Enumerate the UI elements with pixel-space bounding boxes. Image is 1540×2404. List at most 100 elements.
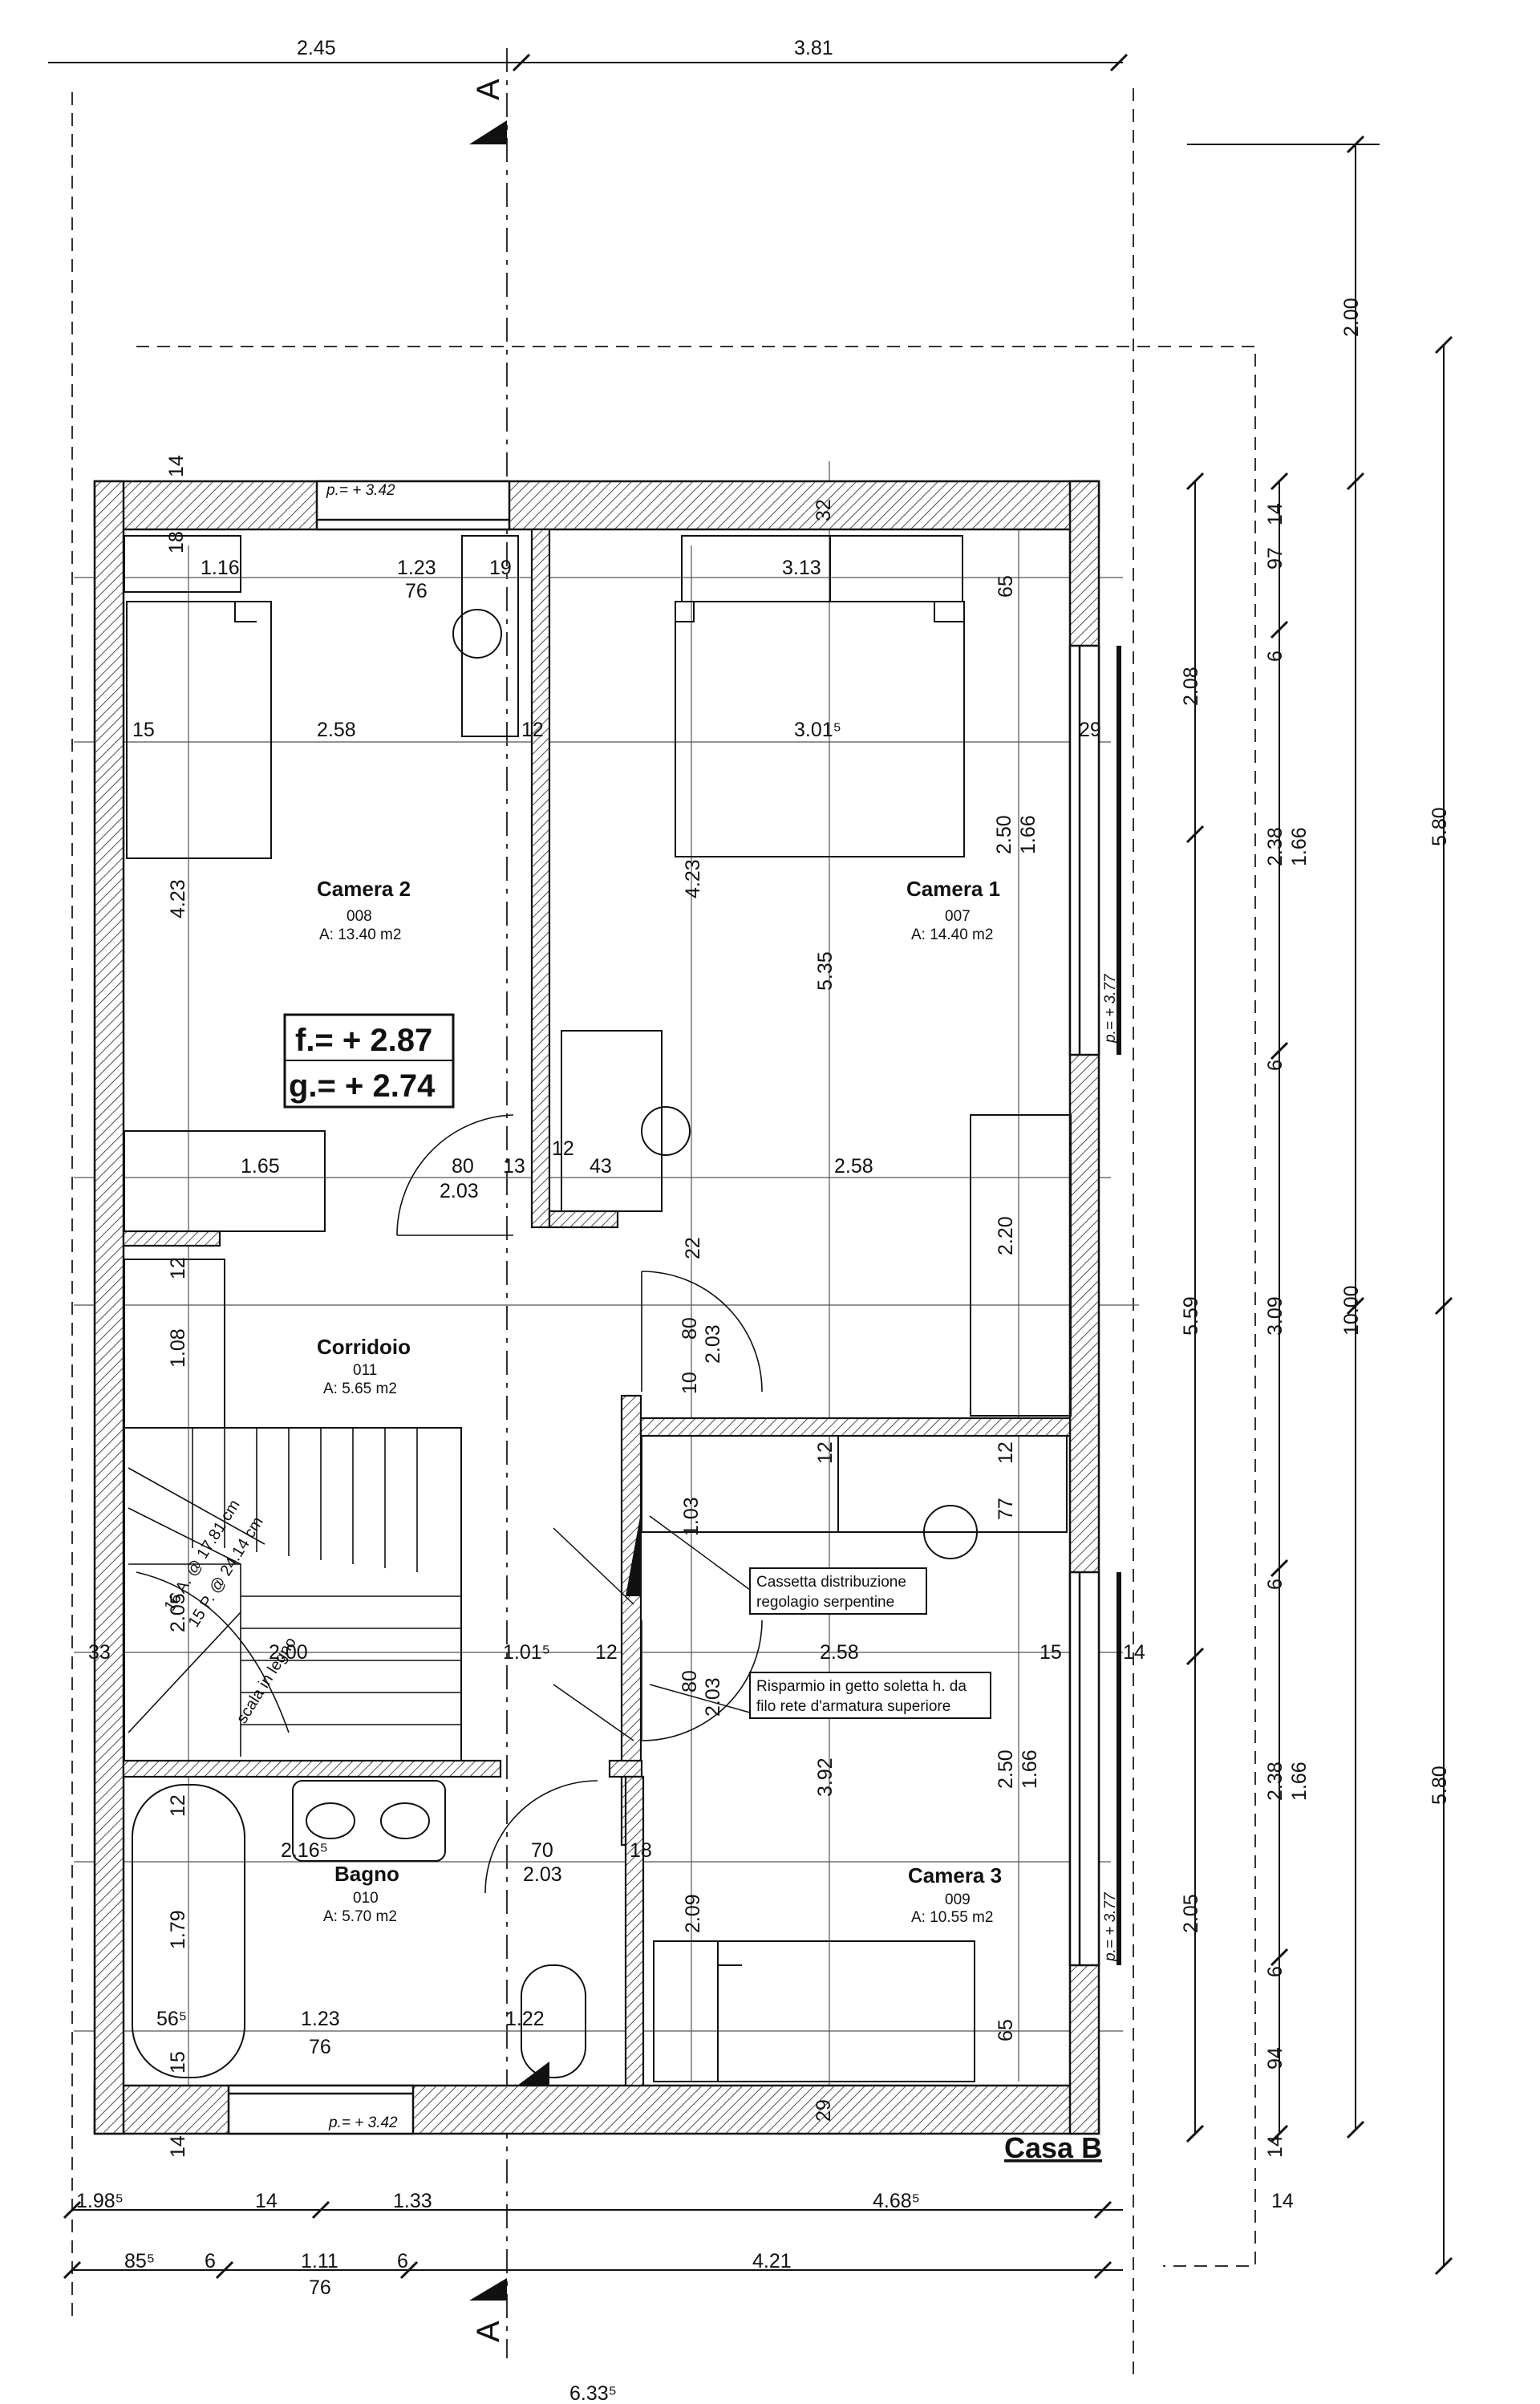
- dim-label: 2.03: [702, 1324, 724, 1364]
- dim-label: 6: [1264, 651, 1287, 662]
- dim-label: 2.50: [993, 815, 1015, 854]
- dim-label: 12: [167, 1794, 189, 1817]
- sill-level-bottom: p.= + 3.42: [328, 2114, 398, 2131]
- dim-label: 6: [205, 2250, 216, 2272]
- dim-label: 5.35: [814, 951, 837, 991]
- dim-label: 14: [1264, 2135, 1287, 2158]
- dim-label: 2.00: [269, 1641, 308, 1664]
- dim-label: 80: [452, 1155, 474, 1178]
- stairs: [128, 1427, 462, 1761]
- interior-dimensions-vertical: 14 18 32 65 4.23 4.23 5.35 2.50 1.66 12 …: [165, 455, 1041, 2158]
- note-risparmio-line-1: Risparmio in getto soletta h. da: [756, 1678, 967, 1695]
- dim-label: 6: [1264, 1060, 1287, 1071]
- section-marker-bottom: A: [471, 2321, 506, 2342]
- dim-label: 80: [679, 1317, 701, 1340]
- dashed-outline: [71, 88, 1256, 2374]
- section-marker-top: A: [471, 79, 506, 100]
- right-dimension-chain-2: 2.08 5.59 2.05: [1180, 667, 1202, 1933]
- dim-label: 1.79: [167, 1910, 189, 1949]
- dim-label: 12: [595, 1641, 618, 1664]
- dim-label: 14: [167, 2135, 189, 2158]
- dim-label: 1.23: [397, 557, 436, 579]
- dim-label: 4.68⁵: [873, 2190, 920, 2212]
- dim-label: 29: [1079, 719, 1101, 741]
- dimension-lines: [48, 62, 1445, 2271]
- dim-label: 33: [88, 1641, 111, 1664]
- dim-label: 2.05: [1180, 1894, 1202, 1933]
- dim-label: 19: [489, 557, 512, 579]
- dim-label: 4.21: [752, 2250, 792, 2272]
- room-name-corridoio: Corridoio: [317, 1335, 411, 1359]
- dimension-ticks: [63, 53, 1453, 2280]
- dim-label: 2.05: [167, 1593, 189, 1632]
- dim-label: 6.33⁵: [569, 2382, 617, 2404]
- dim-label: 1.03: [680, 1497, 703, 1536]
- room-code-camera-2: 008: [346, 908, 372, 925]
- dim-label: 2.16⁵: [281, 1839, 328, 1862]
- dim-label: 65: [995, 575, 1017, 598]
- dim-label: 43: [590, 1155, 612, 1178]
- dim-label: 3.01⁵: [794, 719, 841, 741]
- dim-label: 14: [1271, 2190, 1294, 2212]
- dim-label: 1.66: [1288, 827, 1311, 866]
- room-code-bagno: 010: [353, 1890, 379, 1907]
- room-name-bagno: Bagno: [334, 1862, 399, 1886]
- dim-label: 2.58: [317, 719, 356, 741]
- windows: [227, 480, 1121, 2135]
- dim-label: 77: [995, 1498, 1017, 1520]
- dim-label: 12: [521, 719, 544, 741]
- note-box-risparmio: [749, 1672, 991, 1719]
- dim-label: 2.58: [834, 1155, 873, 1178]
- dim-label: 6: [1264, 1966, 1287, 1977]
- dim-label: 5.80: [1429, 807, 1451, 846]
- room-code-camera-1: 007: [945, 908, 971, 925]
- dim-label: 10.00: [1340, 1285, 1363, 1336]
- dim-label: 76: [405, 580, 428, 602]
- sill-level-right-upper: p.= + 3.77: [1102, 973, 1119, 1044]
- dim-label: 2.03: [523, 1863, 562, 1886]
- dim-label: 6: [397, 2250, 408, 2272]
- note-box-cassetta: [749, 1567, 927, 1615]
- right-dimension-chain-4: 5.80 5.80: [1429, 807, 1451, 1805]
- dim-label: 10: [679, 1372, 701, 1394]
- house-label: Casa B: [1004, 2131, 1102, 2164]
- dim-label: 22: [682, 1237, 704, 1259]
- dim-label: 1.66: [1288, 1761, 1311, 1801]
- dim-label: 76: [309, 2036, 331, 2058]
- dim-label: 12: [552, 1137, 574, 1160]
- dim-label: 65: [995, 2019, 1017, 2041]
- interior-dimensions: 2.45 3.81 1.16 1.23 76 19 3.13 15 2.58 1…: [88, 37, 1145, 2058]
- sill-level-right-lower: p.= + 3.77: [1102, 1891, 1119, 1962]
- dim-label: 2.38: [1264, 1761, 1287, 1801]
- furniture: [124, 535, 1072, 2082]
- room-name-camera-1: Camera 1: [906, 877, 1000, 901]
- room-area-corridoio: A: 5.65 m2: [323, 1380, 397, 1397]
- dim-label: 6: [1264, 1579, 1287, 1590]
- dim-label: 3.92: [814, 1757, 837, 1797]
- dim-label: 2.20: [995, 1216, 1017, 1255]
- dim-label: 1.65: [241, 1155, 280, 1178]
- dim-label: 1.08: [167, 1328, 189, 1368]
- dim-label: 14: [255, 2190, 278, 2212]
- dim-label: 32: [813, 499, 835, 521]
- dim-label: 1.98⁵: [76, 2190, 124, 2212]
- dim-label: 14: [165, 455, 188, 477]
- dim-label: 2.50: [995, 1749, 1017, 1789]
- dim-label: 12: [995, 1441, 1017, 1464]
- dim-label: 76: [309, 2276, 331, 2299]
- dim-label: 12: [814, 1441, 837, 1464]
- dim-label: 4.23: [167, 879, 189, 918]
- dim-label: 18: [630, 1839, 652, 1862]
- dim-label: 14: [1264, 503, 1287, 525]
- dim-label: 2.03: [440, 1180, 479, 1202]
- dim-label: 97: [1264, 547, 1287, 570]
- dim-label: 29: [813, 2099, 835, 2122]
- room-code-camera-3: 009: [945, 1891, 971, 1908]
- dim-label: 1.22: [505, 2008, 545, 2030]
- room-area-bagno: A: 5.70 m2: [323, 1908, 397, 1925]
- ground-level: g.= + 2.74: [289, 1068, 436, 1104]
- dim-label: 1.16: [201, 557, 240, 579]
- section-arrows: [469, 120, 642, 2301]
- dim-label: 3.81: [794, 37, 833, 59]
